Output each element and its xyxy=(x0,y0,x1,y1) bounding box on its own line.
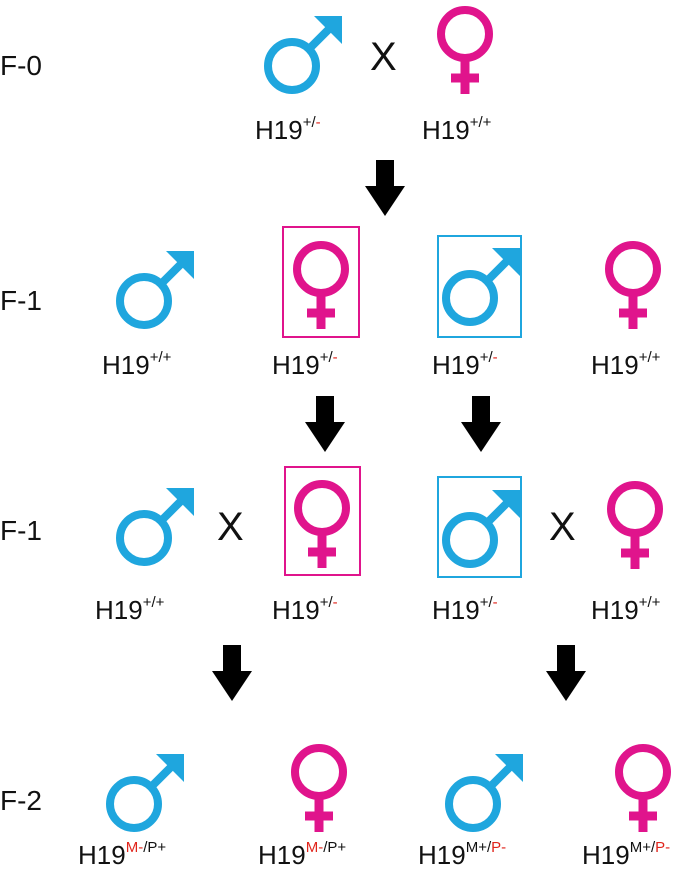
genotype-label: H19+/- xyxy=(432,349,498,380)
down-arrow-icon xyxy=(305,396,345,452)
selected-male-box xyxy=(437,235,522,338)
female-symbol-icon xyxy=(279,740,359,836)
female-symbol-icon xyxy=(282,476,362,572)
genotype-label: H19+/- xyxy=(272,594,338,625)
genotype-label: H19+/+ xyxy=(422,114,492,145)
generation-label-f1: F-1 xyxy=(0,285,42,316)
male-symbol-icon xyxy=(262,8,346,98)
selected-female-box xyxy=(284,466,361,576)
male-symbol-icon xyxy=(114,243,198,333)
down-arrow-icon xyxy=(365,160,405,216)
female-symbol-icon xyxy=(281,237,361,333)
female-symbol-icon xyxy=(595,477,675,573)
genotype-label: H19+/+ xyxy=(591,349,661,380)
genotype-label: H19M-/P+ xyxy=(258,839,347,870)
genotype-label: H19M+/P- xyxy=(418,839,507,870)
genotype-label: H19+/- xyxy=(255,114,321,145)
genotype-label: H19+/- xyxy=(272,349,338,380)
male-symbol-icon xyxy=(114,480,198,570)
genotype-label: H19+/+ xyxy=(102,349,172,380)
female-symbol-icon xyxy=(603,740,683,836)
down-arrow-icon xyxy=(212,645,252,701)
genotype-label: H19M-/P+ xyxy=(78,839,167,870)
selected-female-box xyxy=(282,226,360,338)
generation-label-f1-cross: F-1 xyxy=(0,515,42,546)
cross-symbol: X xyxy=(549,505,576,549)
down-arrow-icon xyxy=(461,396,501,452)
male-symbol-icon xyxy=(104,746,188,836)
genotype-label: H19+/+ xyxy=(95,594,165,625)
genotype-label: H19M+/P- xyxy=(582,839,671,870)
down-arrow-icon xyxy=(546,645,586,701)
genotype-label: H19+/- xyxy=(432,594,498,625)
generation-label-f0: F-0 xyxy=(0,50,42,81)
male-symbol-icon xyxy=(440,482,524,572)
generation-label-f2: F-2 xyxy=(0,785,42,816)
cross-symbol: X xyxy=(217,505,244,549)
cross-symbol: X xyxy=(370,35,397,79)
male-symbol-icon xyxy=(443,746,527,836)
female-symbol-icon xyxy=(425,2,505,98)
genotype-label: H19+/+ xyxy=(591,594,661,625)
female-symbol-icon xyxy=(593,237,673,333)
selected-male-box xyxy=(437,476,522,578)
male-symbol-icon xyxy=(440,240,524,330)
